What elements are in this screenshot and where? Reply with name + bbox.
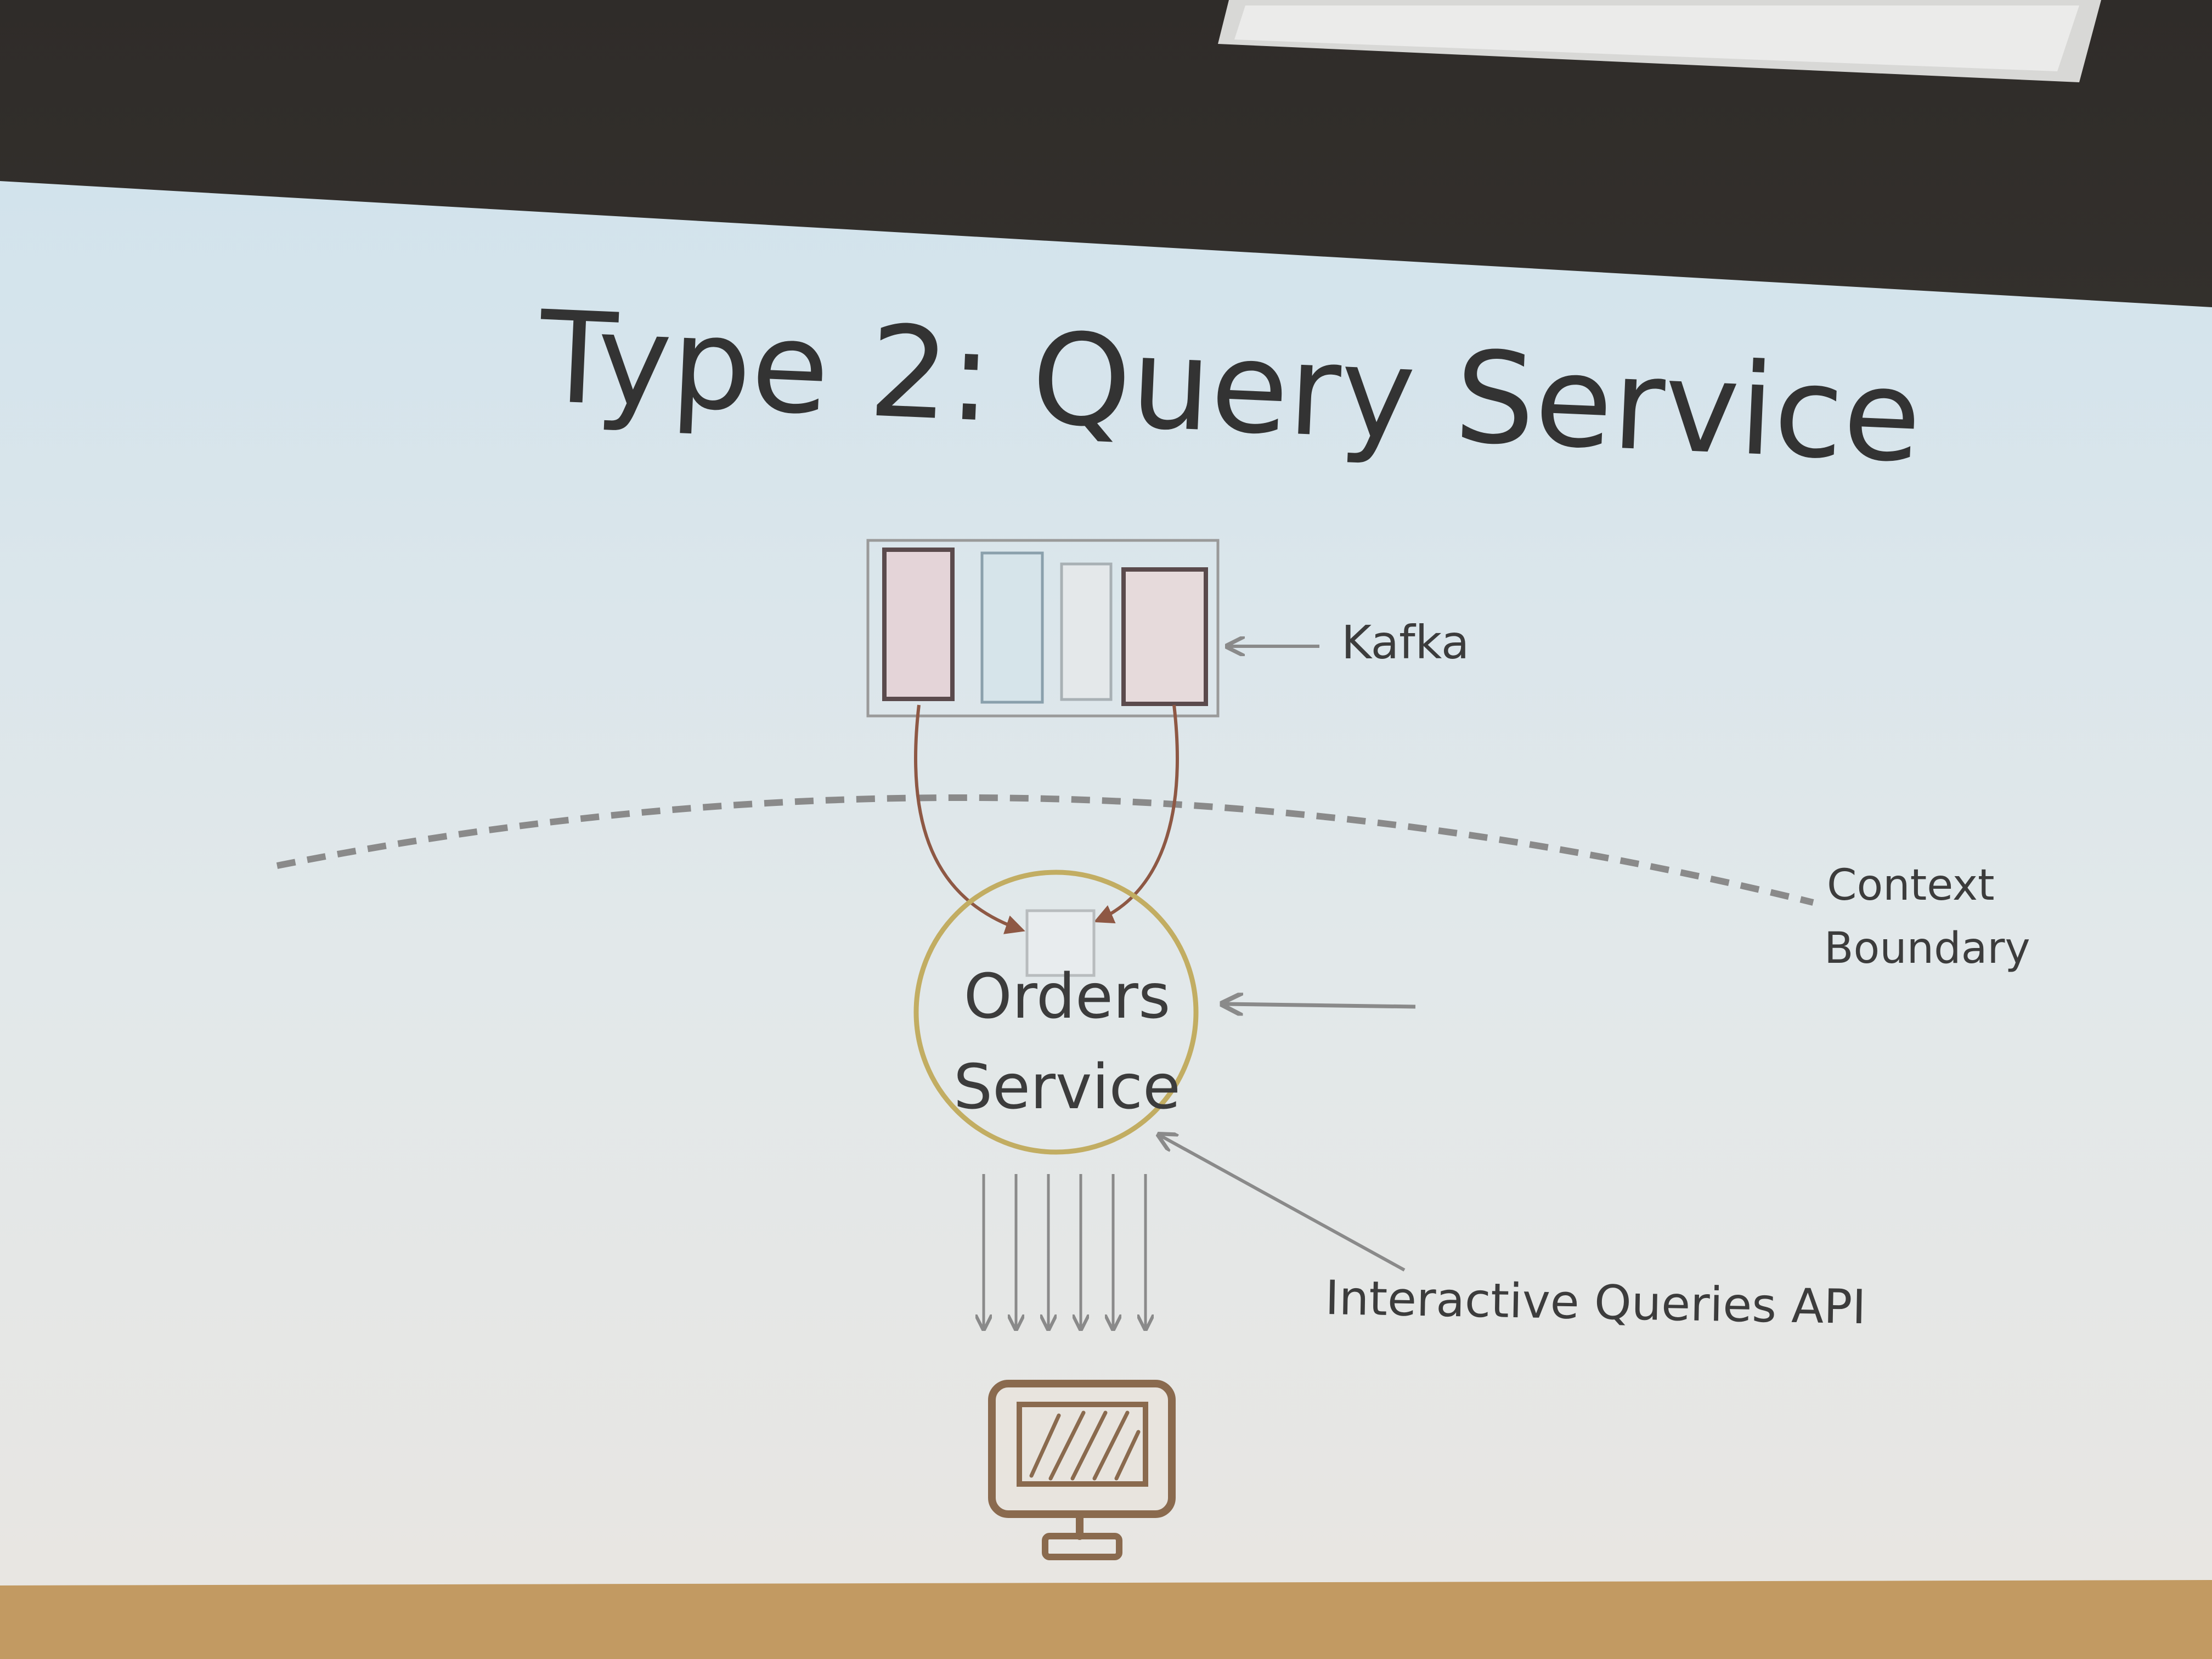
api-label: Interactive Queries API [1325,1271,1867,1335]
partition-2 [980,551,1044,704]
monitor-stand [1042,1533,1122,1560]
consume-arrow-left [913,704,1025,934]
monitor-icon [988,1380,1176,1560]
slide-surface [0,181,2212,1591]
service-label-line1: Orders [964,961,1171,1032]
floor-strip [0,1580,2212,1659]
consume-arrow-right [1093,704,1179,923]
api-pointer-arrow [1160,1136,1406,1272]
kafka-label: Kafka [1341,616,1469,669]
service-pointer-arrow [1224,1004,1416,1007]
kafka-container [866,539,1220,718]
kafka-topic [866,539,1220,718]
partition-4 [1121,567,1208,706]
service-circle [913,870,1199,1155]
partition-1 [882,548,955,701]
partition-3 [1060,562,1113,701]
context-boundary-line [276,794,1814,906]
orders-service: Orders Service [913,870,1199,1155]
state-store-box [1025,909,1096,977]
service-label-line2: Service [953,1052,1181,1123]
query-arrows [984,1174,1146,1328]
context-boundary-label-line2: Boundary [1824,924,2030,973]
context-boundary-label-line1: Context [1827,861,1995,910]
